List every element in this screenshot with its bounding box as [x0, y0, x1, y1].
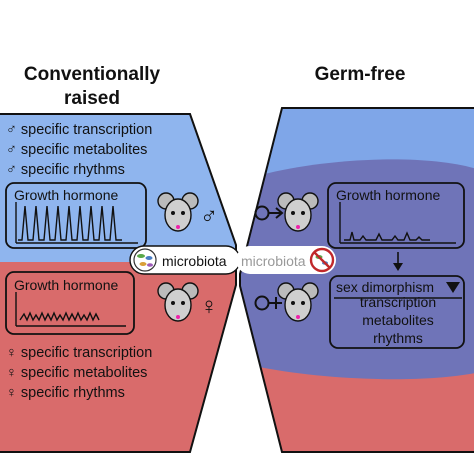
female-item-transcription: ♀ specific transcription — [6, 345, 152, 361]
male-mouse-icon — [157, 192, 199, 232]
sex-dimorphism-label: sex dimorphism — [336, 279, 434, 295]
female-symbol: ♀ — [200, 293, 218, 320]
germfree-gh-pulse-trace — [344, 231, 430, 241]
female-item-metabolites: ♀ specific metabolites — [6, 365, 147, 381]
microbiota-bacteria-icon — [133, 248, 157, 272]
down-arrow-icon — [393, 263, 403, 271]
dimorphism-item-transcription: transcription — [360, 294, 436, 310]
microbiota-absent-label: microbiota — [241, 253, 306, 269]
left-title-line2: raised — [64, 88, 120, 109]
female-item-rhythms: ♀ specific rhythms — [6, 385, 125, 401]
sex-dimorphism-box — [329, 275, 465, 349]
microbiota-present-pill: microbiota — [129, 245, 241, 275]
germfree-female-mouse-icon — [277, 282, 319, 322]
germfree-growth-hormone-box — [327, 182, 465, 249]
male-gh-pulse-trace — [18, 205, 122, 241]
dimorphism-item-rhythms: rhythms — [373, 330, 423, 346]
left-panel: ♂ specific transcription ♂ specific meta… — [0, 113, 237, 453]
decrease-triangle-icon — [446, 282, 460, 293]
germfree-female-symbol-icon — [254, 295, 282, 311]
male-symbol: ♂ — [200, 203, 218, 230]
male-item-transcription: ♂ specific transcription — [6, 122, 152, 138]
microbiota-label: microbiota — [162, 253, 227, 269]
male-growth-hormone-label: Growth hormone — [14, 187, 118, 203]
right-panel-outline — [239, 107, 474, 453]
female-gh-pulse-trace — [19, 311, 100, 322]
male-item-metabolites: ♂ specific metabolites — [6, 142, 147, 158]
female-growth-hormone-label: Growth hormone — [14, 277, 118, 293]
left-title-line1: Conventionally — [24, 64, 161, 85]
female-mouse-icon — [157, 282, 199, 322]
germfree-male-mouse-icon — [277, 192, 319, 232]
microbiota-absent-pill: microbiota — [236, 246, 336, 274]
germfree-male-symbol-icon — [254, 205, 284, 221]
germfree-growth-hormone-label: Growth hormone — [336, 187, 440, 203]
right-title: Germ-free — [315, 64, 406, 85]
no-microbiota-icon — [309, 247, 335, 273]
male-item-rhythms: ♂ specific rhythms — [6, 162, 125, 178]
right-panel: Growth hormone sex dimorphism transcript… — [239, 107, 474, 453]
dimorphism-item-metabolites: metabolites — [362, 312, 434, 328]
